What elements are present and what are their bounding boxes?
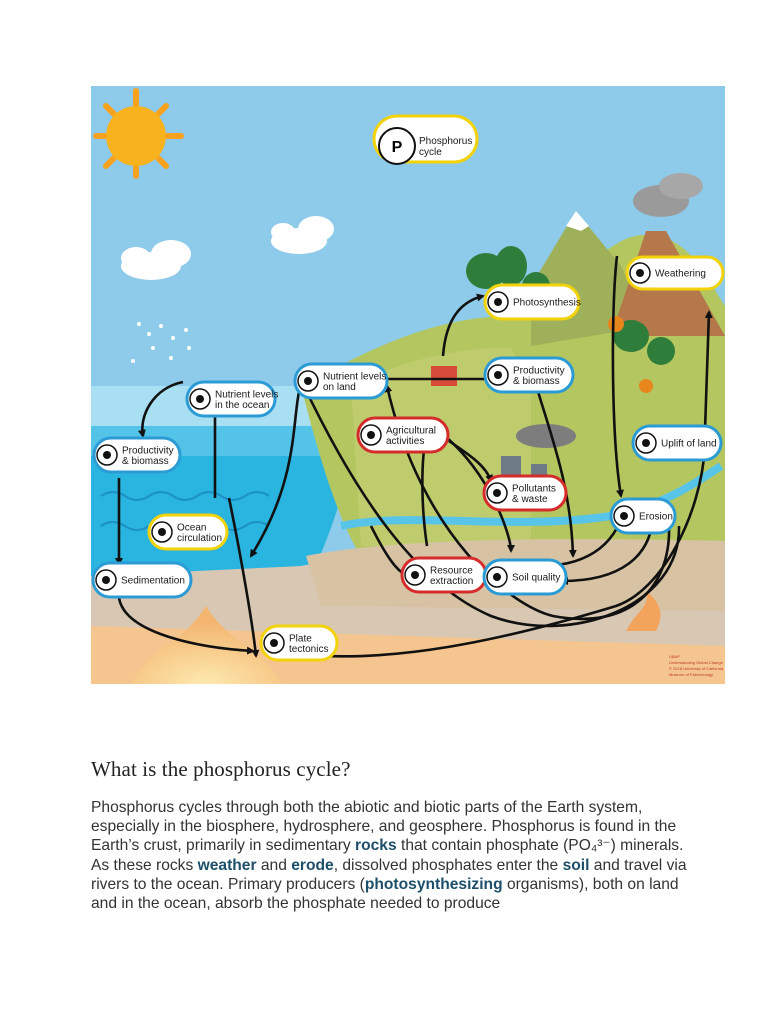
- article-heading: What is the phosphorus cycle?: [91, 757, 351, 782]
- node-label: Productivity: [122, 445, 174, 456]
- node-label: Nutrient levels: [215, 389, 278, 400]
- node-label: Agricultural: [386, 425, 436, 436]
- credit-line-3: © 2018 University of California: [669, 666, 724, 671]
- node-title: P Phosphorus cycle: [374, 116, 477, 164]
- node-photosynthesis: Photosynthesis: [485, 285, 581, 319]
- node-label: Ocean: [177, 522, 206, 533]
- title-line-2: cycle: [419, 147, 442, 158]
- credit-line-1: UBAP: [669, 654, 680, 659]
- node-soil: Soil quality: [484, 560, 566, 594]
- node-weathering: Weathering: [627, 257, 723, 289]
- credit-line-4: Museum of Paleontology: [669, 672, 713, 677]
- node-pollutants: Pollutants& waste: [484, 476, 566, 510]
- node-productivity-land: Productivity& biomass: [485, 358, 573, 392]
- node-sedimentation: Sedimentation: [93, 563, 191, 597]
- article-body: Phosphorus cycles through both the abiot…: [91, 798, 691, 913]
- keyword-link[interactable]: erode: [291, 857, 333, 874]
- keyword-link[interactable]: soil: [563, 857, 590, 874]
- node-label: extraction: [430, 576, 473, 587]
- node-label: activities: [386, 436, 424, 447]
- node-label: Productivity: [513, 365, 565, 376]
- node-label: Uplift of land: [661, 439, 717, 450]
- node-label: in the ocean: [215, 400, 270, 411]
- node-erosion: Erosion: [611, 499, 675, 533]
- svg-text:P: P: [392, 139, 403, 156]
- node-label: on land: [323, 382, 356, 393]
- keyword-link[interactable]: photosynthesizing: [365, 876, 503, 893]
- node-label: Erosion: [639, 512, 673, 523]
- node-label: Sedimentation: [121, 576, 185, 587]
- node-label: circulation: [177, 533, 222, 544]
- node-label: & waste: [512, 494, 548, 505]
- node-label: Weathering: [655, 269, 706, 280]
- node-label: Pollutants: [512, 483, 556, 494]
- keyword-link[interactable]: rocks: [355, 837, 397, 854]
- node-uplift: Uplift of land: [633, 426, 721, 460]
- node-label: Soil quality: [512, 573, 560, 584]
- body-text-segment: and: [257, 857, 292, 874]
- node-label: tectonics: [289, 644, 328, 655]
- node-label: Photosynthesis: [513, 298, 581, 309]
- body-text-segment: , dissolved phosphates enter the: [334, 857, 563, 874]
- node-productivity-ocean: Productivity& biomass: [94, 438, 180, 472]
- node-label: Nutrient levels: [323, 371, 386, 382]
- node-label: Resource: [430, 565, 473, 576]
- keyword-link[interactable]: weather: [198, 857, 257, 874]
- node-label: Plate: [289, 633, 312, 644]
- node-label: & biomass: [122, 456, 169, 467]
- credit-line-2: Understanding Global Change: [669, 660, 724, 665]
- node-label: & biomass: [513, 376, 560, 387]
- title-line-1: Phosphorus: [419, 136, 472, 147]
